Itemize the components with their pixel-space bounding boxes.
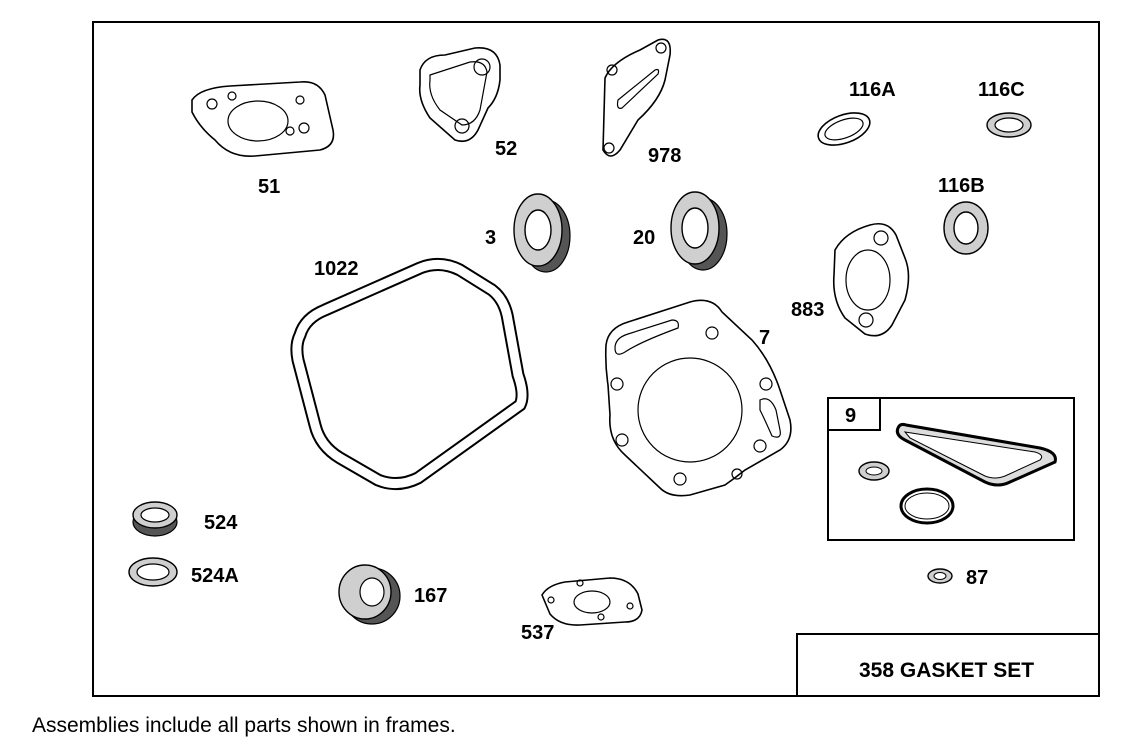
part-978-gasket (602, 38, 672, 157)
part-7-head-gasket (604, 299, 792, 497)
label-524a: 524A (191, 565, 239, 587)
part-1022-rocker-cover-gasket (290, 258, 529, 490)
label-87: 87 (966, 567, 988, 589)
part-524-plug (132, 501, 178, 537)
label-537: 537 (521, 622, 554, 644)
label-9: 9 (845, 405, 856, 427)
title-block (796, 633, 1100, 697)
part-167-grommet (338, 564, 401, 625)
label-20: 20 (633, 227, 655, 249)
part-52-gasket (418, 47, 501, 143)
part-87-washer (927, 568, 953, 584)
title-block-text: 358 GASKET SET (859, 659, 1034, 682)
label-116b: 116B (938, 175, 985, 197)
part-9-assembly-gaskets (858, 422, 1057, 525)
part-116b-seal (943, 201, 989, 255)
part-116a-washer (817, 112, 871, 146)
label-116c: 116C (978, 79, 1025, 101)
part-3-oil-seal (513, 193, 571, 273)
label-978: 978 (648, 145, 681, 167)
part-20-oil-seal (670, 191, 728, 271)
assembly-frame-9-tab (827, 397, 881, 431)
label-7: 7 (759, 327, 770, 349)
label-1022: 1022 (314, 258, 359, 280)
part-537-gasket (541, 577, 643, 626)
part-524a-washer (128, 557, 178, 587)
label-167: 167 (414, 585, 447, 607)
label-51: 51 (258, 176, 280, 198)
part-51-gasket (191, 80, 335, 157)
label-52: 52 (495, 138, 517, 160)
assembly-frame-9 (827, 397, 1075, 541)
footnote: Assemblies include all parts shown in fr… (32, 714, 456, 737)
label-524: 524 (204, 512, 238, 534)
diagram-frame (92, 21, 1100, 697)
part-883-gasket (832, 222, 910, 337)
label-3: 3 (485, 227, 496, 249)
label-116a: 116A (849, 79, 896, 101)
label-883: 883 (791, 299, 824, 321)
part-116c-washer (986, 112, 1032, 138)
